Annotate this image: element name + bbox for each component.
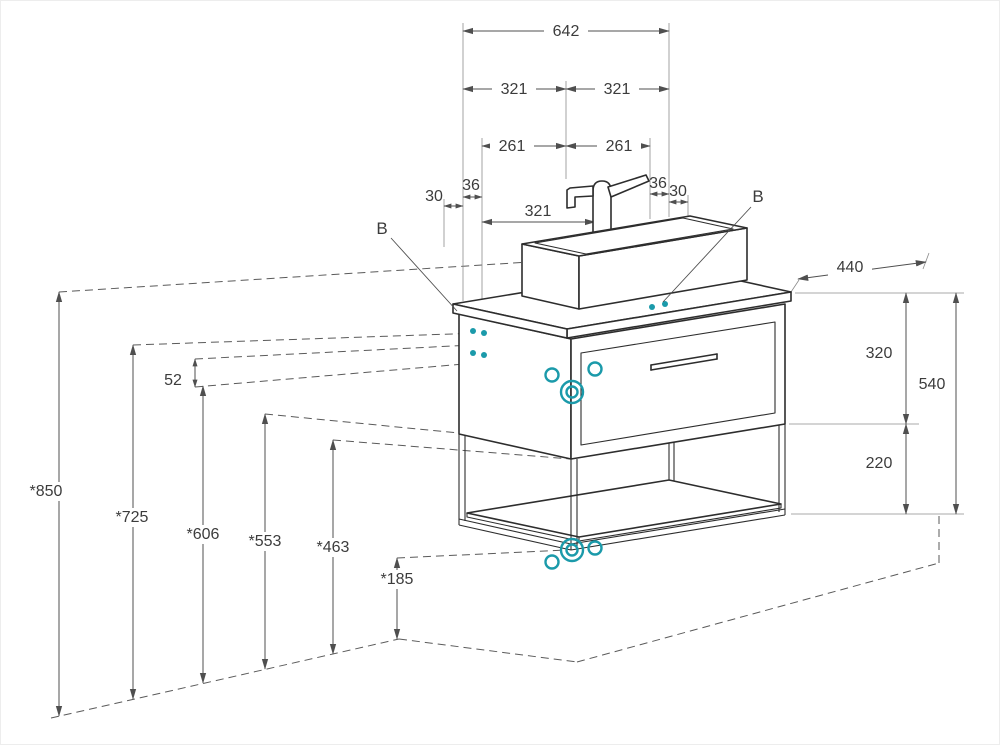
mount-ring-large-inner <box>565 543 579 557</box>
label-background <box>109 508 155 527</box>
sink-top-rim <box>521 215 748 257</box>
faucet-lever <box>607 174 650 198</box>
dim-off30-left-label: 30 <box>425 188 443 205</box>
dim-850-label: *850 <box>30 483 63 500</box>
floor-line-left <box>50 638 400 719</box>
mount-dot <box>470 350 476 356</box>
dimension-labels: 642 321 321 261 261 36 30 36 30 321 440 … <box>23 22 945 589</box>
label-background <box>828 259 872 276</box>
vanity-unit <box>452 266 792 551</box>
callout-b-right-label: B <box>752 187 763 206</box>
dim-off30-right-label: 30 <box>669 183 687 200</box>
mount-dot <box>470 328 476 334</box>
label-background <box>242 532 288 551</box>
callout-b-left-label: B <box>376 219 387 238</box>
floor-line-center <box>398 638 578 663</box>
faucet <box>566 174 650 243</box>
dim-540-label: 540 <box>919 376 946 393</box>
mount-ring <box>544 367 560 383</box>
dim-220-label: 220 <box>866 455 893 472</box>
ext-depth-far <box>922 252 930 270</box>
dim-half-right-label: 321 <box>604 81 631 98</box>
label-background <box>490 137 534 155</box>
dim-185-label: *185 <box>381 571 414 588</box>
dim-total-width-label: 642 <box>553 23 580 40</box>
frame-front-right-leg <box>778 424 786 515</box>
mount-ring-large-inner <box>565 385 579 399</box>
cabinet-box <box>458 303 786 460</box>
shelf-front-edge <box>578 504 782 542</box>
dim-52-label: 52 <box>164 372 182 389</box>
dim-606-label: *606 <box>187 526 220 543</box>
dim-320-label: 320 <box>866 345 893 362</box>
ext-depth-near <box>790 279 800 293</box>
ref-counter-top <box>132 329 568 346</box>
sink-inner-rim <box>534 217 734 255</box>
dim-faucet-span-label: 321 <box>525 203 552 220</box>
dim-half-left-label: 321 <box>501 81 528 98</box>
ref-sink-rim <box>58 258 577 293</box>
faucet-spout <box>566 185 594 209</box>
label-background <box>544 22 588 40</box>
ref-box-bottom <box>332 439 572 460</box>
mounting-points <box>470 301 668 570</box>
dim-725-label: *725 <box>116 509 149 526</box>
vessel-sink <box>521 215 748 310</box>
mount-dot <box>649 304 655 310</box>
mount-dot <box>481 330 487 336</box>
floor-reference-lines <box>50 514 940 719</box>
dim-463-label: *463 <box>317 539 350 556</box>
label-background <box>492 80 536 98</box>
floor-line-right <box>576 562 940 663</box>
label-background <box>597 137 641 155</box>
label-background <box>23 482 69 501</box>
mount-ring <box>544 554 560 570</box>
callout-leader-right <box>662 206 752 303</box>
dim-off36-right-label: 36 <box>649 175 667 192</box>
ref-frame-bottom <box>396 549 568 559</box>
label-background <box>595 80 639 98</box>
drawer-handle <box>650 353 718 371</box>
dim-basin-right-label: 261 <box>606 138 633 155</box>
dim-basin-left-label: 261 <box>499 138 526 155</box>
bottom-shelf <box>466 479 782 542</box>
frame-front-left-leg <box>570 459 578 550</box>
dim-off36-left-label: 36 <box>462 177 480 194</box>
dim-depth-label: 440 <box>837 259 864 276</box>
callout-leaders <box>390 206 752 312</box>
mount-dot <box>481 352 487 358</box>
shelf-left-edge <box>466 513 580 542</box>
shelf-top-face <box>466 479 782 538</box>
counter-left-edge <box>452 303 568 339</box>
label-background <box>374 570 420 589</box>
open-shelf-frame <box>458 424 786 551</box>
mount-ring-large <box>559 379 585 405</box>
mount-ring <box>587 361 603 377</box>
dim-553-label: *553 <box>249 533 282 550</box>
mount-ring-large <box>559 537 585 563</box>
callout-leader-left <box>390 237 458 312</box>
label-background <box>310 538 356 557</box>
mount-ring <box>587 540 603 556</box>
label-background <box>180 525 226 544</box>
drawer-front <box>580 321 776 446</box>
mount-dot <box>662 301 668 307</box>
frame-back-left-leg <box>458 434 466 525</box>
